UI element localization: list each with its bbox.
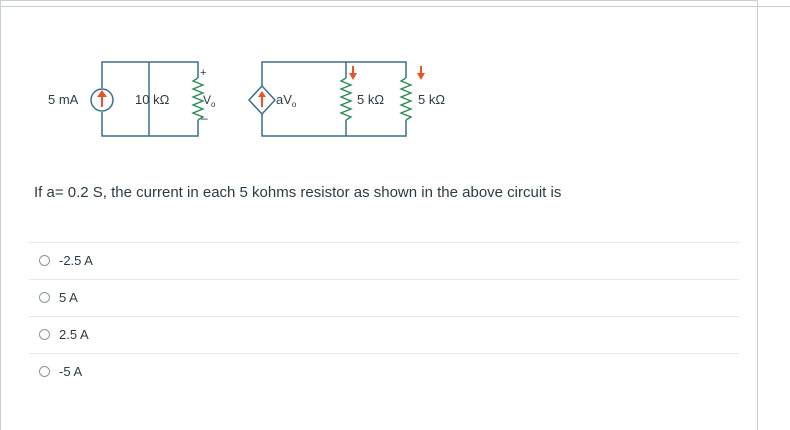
- dependent-source: [247, 84, 277, 116]
- option-label: 2.5 A: [59, 327, 89, 342]
- option-label: -2.5 A: [59, 253, 93, 268]
- option-3[interactable]: 2.5 A: [29, 316, 739, 353]
- option-label: -5 A: [59, 364, 83, 379]
- vo-label: Vo: [203, 93, 216, 109]
- resistor1-label: 10 kΩ: [135, 92, 170, 107]
- circuit-diagram: 5 mA 10 kΩ + Vo – aVo 5 kΩ 5 kΩ: [48, 61, 445, 137]
- resistor-10k: [191, 77, 205, 121]
- top-divider: [0, 0, 790, 7]
- answer-options: -2.5 A 5 A 2.5 A -5 A: [29, 242, 739, 390]
- current-source: [90, 88, 114, 112]
- resistor2-label: 5 kΩ: [357, 92, 384, 107]
- option-1[interactable]: -2.5 A: [29, 242, 739, 279]
- dep-source-label: aVo: [276, 92, 297, 109]
- source-label: 5 mA: [48, 92, 79, 107]
- option-label: 5 A: [59, 290, 78, 305]
- resistor-5k-2: [399, 77, 413, 121]
- option-4[interactable]: -5 A: [29, 353, 739, 390]
- radio-button[interactable]: [39, 366, 50, 377]
- arrow-5k-2: [417, 66, 425, 80]
- vo-plus: +: [200, 67, 206, 79]
- arrow-5k-1: [349, 66, 357, 80]
- radio-button[interactable]: [39, 329, 50, 340]
- question-card: [0, 0, 758, 430]
- radio-button[interactable]: [39, 255, 50, 266]
- radio-button[interactable]: [39, 292, 50, 303]
- resistor-5k-1: [339, 77, 353, 121]
- vo-minus: –: [201, 111, 208, 125]
- resistor3-label: 5 kΩ: [418, 92, 445, 107]
- question-text: If a= 0.2 S, the current in each 5 kohms…: [34, 184, 562, 201]
- option-2[interactable]: 5 A: [29, 279, 739, 316]
- circuit-wires: [101, 61, 407, 137]
